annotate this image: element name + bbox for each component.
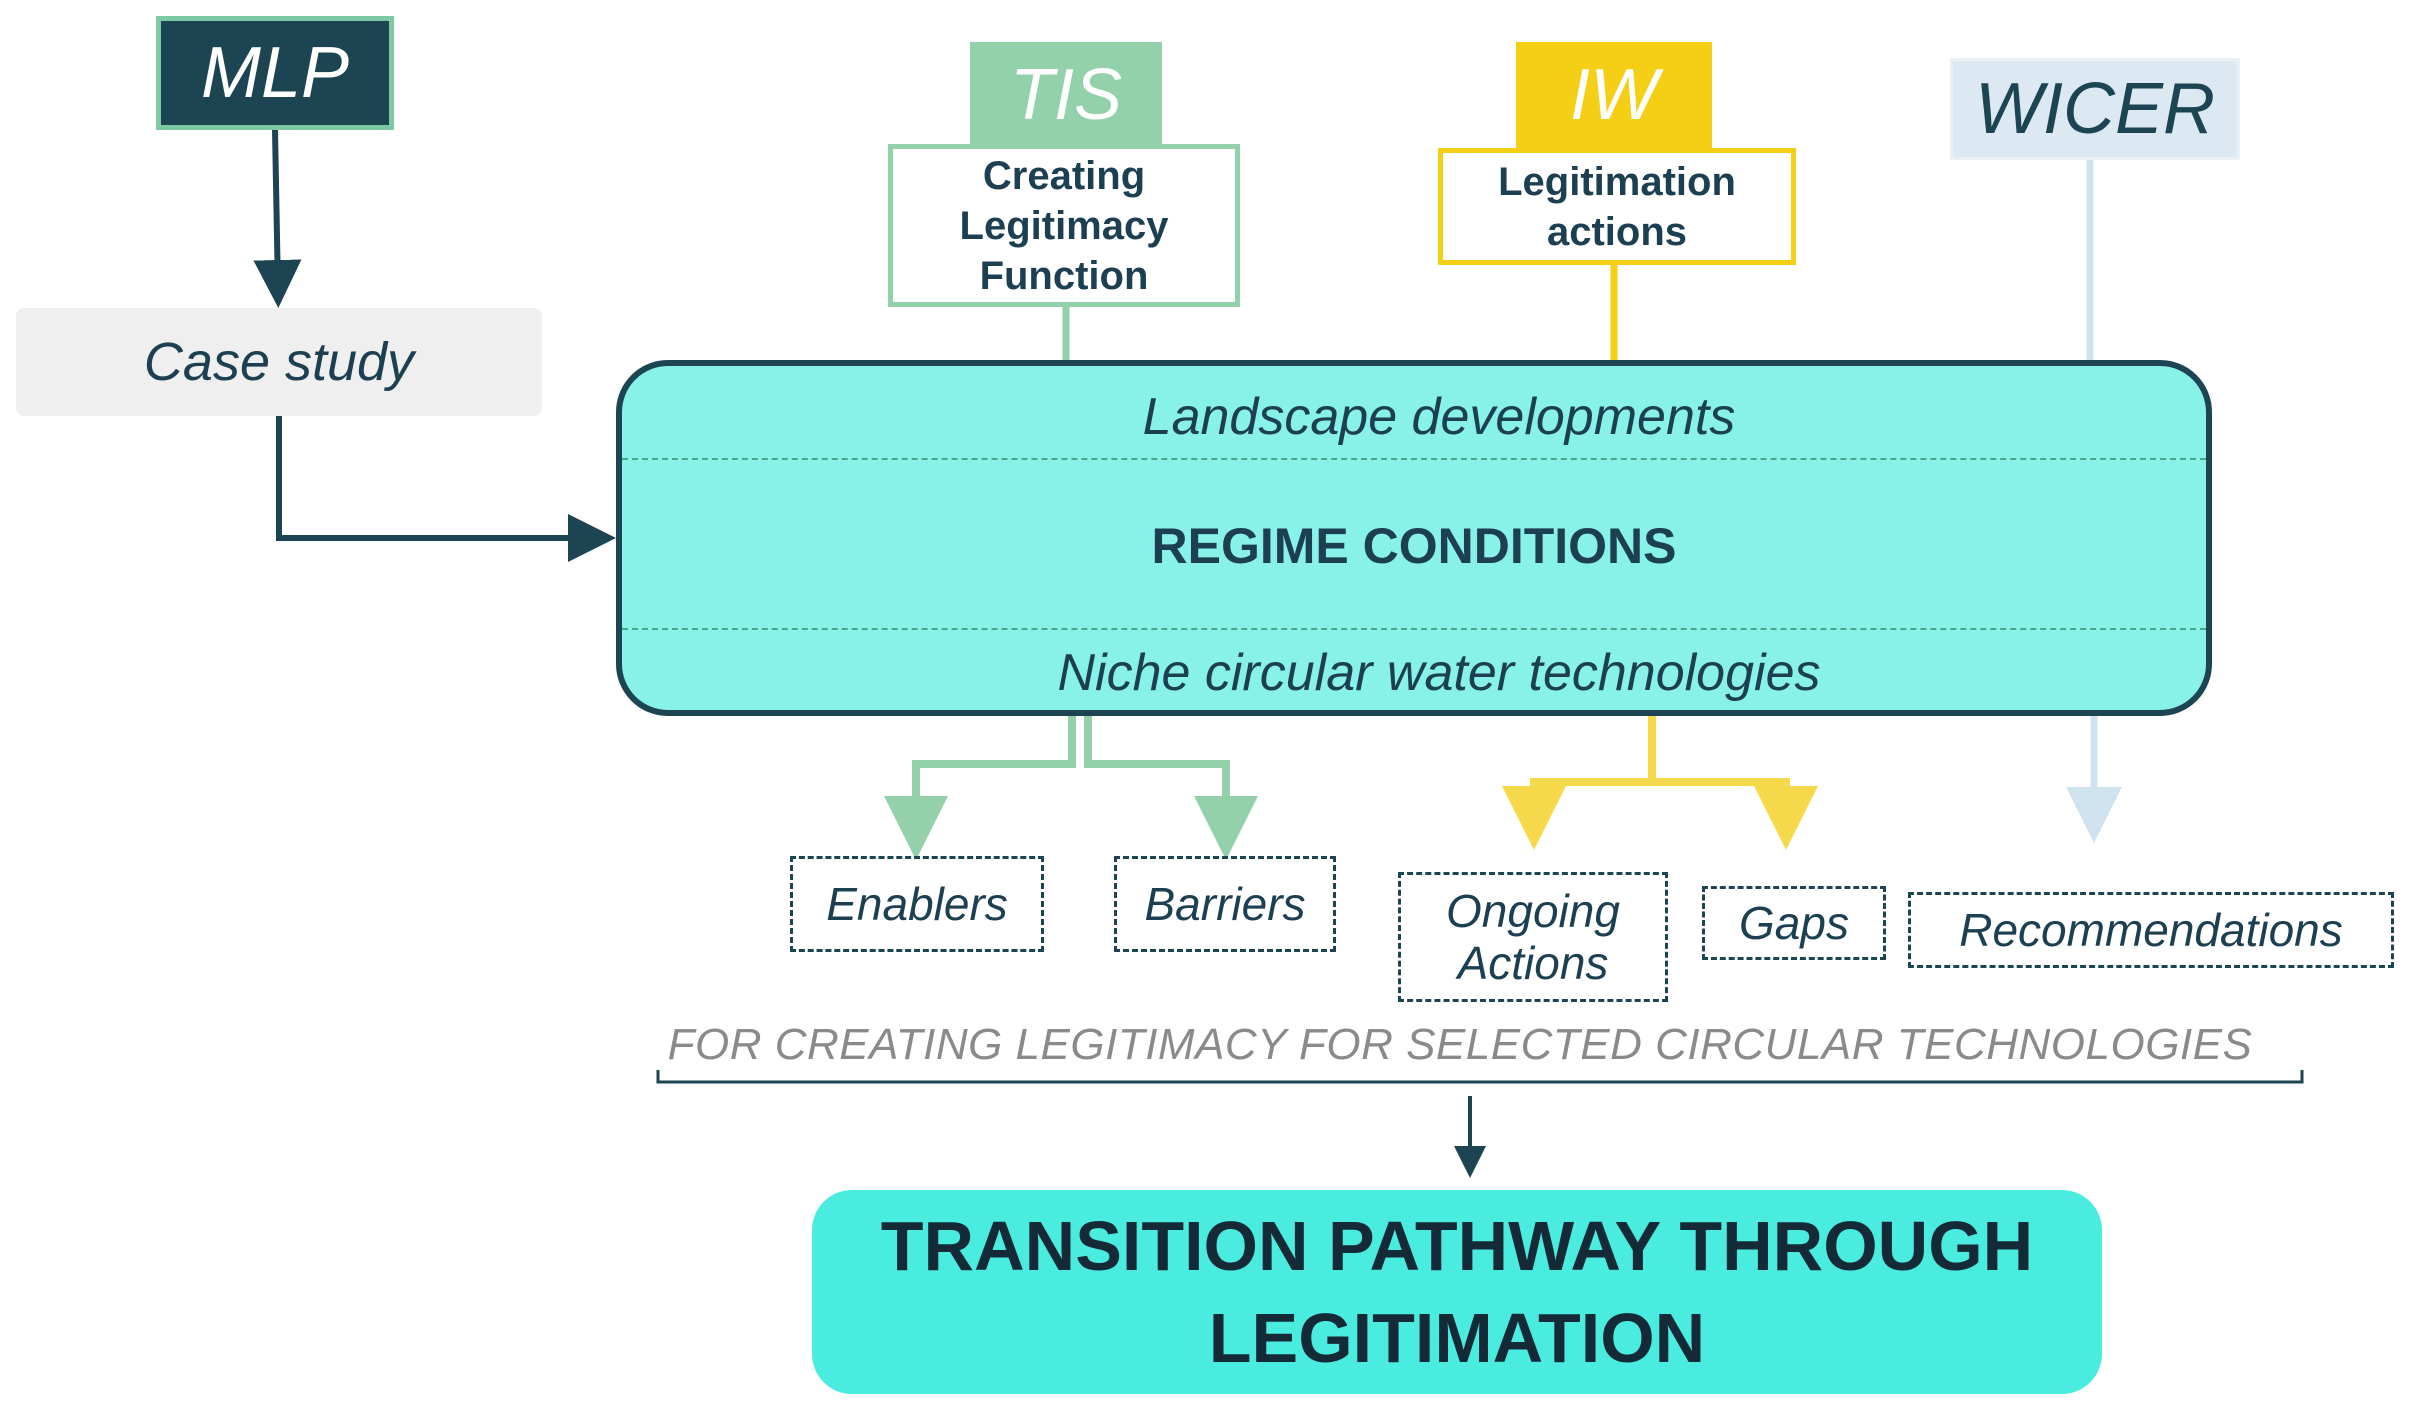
niche-technologies-label: Niche circular water technologies bbox=[1057, 644, 1821, 702]
tis-to-enablers-arrow bbox=[884, 716, 1076, 860]
tis-tag: TIS bbox=[970, 42, 1162, 148]
mlp-to-case-arrow bbox=[253, 129, 302, 308]
regime-divider-bottom bbox=[622, 628, 2206, 630]
regime-divider-top bbox=[622, 458, 2206, 460]
case-to-regime-arrow bbox=[276, 416, 616, 562]
iw-to-gaps-arrow bbox=[1652, 778, 1818, 850]
transition-pathway-box: TRANSITION PATHWAY THROUGH LEGITIMATION bbox=[812, 1190, 2102, 1394]
recommendations-box: Recommendations bbox=[1908, 892, 2394, 968]
iw-actions-box: Legitimation actions bbox=[1438, 148, 1796, 265]
case-study-box: Case study bbox=[16, 308, 542, 416]
enablers-box: Enablers bbox=[790, 856, 1044, 952]
tis-to-barriers-arrow bbox=[1084, 716, 1258, 860]
footer-caption: FOR CREATING LEGITIMACY FOR SELECTED CIR… bbox=[667, 1020, 2253, 1069]
barriers-box: Barriers bbox=[1114, 856, 1336, 952]
regime-conditions-box: Landscape developments REGIME CONDITIONS… bbox=[616, 360, 2212, 716]
tis-function-box: Creating Legitimacy Function bbox=[888, 144, 1240, 307]
mlp-tag: MLP bbox=[156, 16, 394, 130]
ongoing-actions-box: Ongoing Actions bbox=[1398, 872, 1668, 1002]
wicer-tag: WICER bbox=[1950, 58, 2240, 160]
regime-conditions-title: REGIME CONDITIONS bbox=[1151, 518, 1677, 574]
gaps-box: Gaps bbox=[1702, 886, 1886, 960]
landscape-developments-label: Landscape developments bbox=[1142, 388, 1736, 446]
iw-tag: IW bbox=[1516, 42, 1712, 148]
footer-bracket bbox=[656, 1070, 2304, 1084]
iw-to-ongoing-arrow bbox=[1502, 716, 1656, 850]
